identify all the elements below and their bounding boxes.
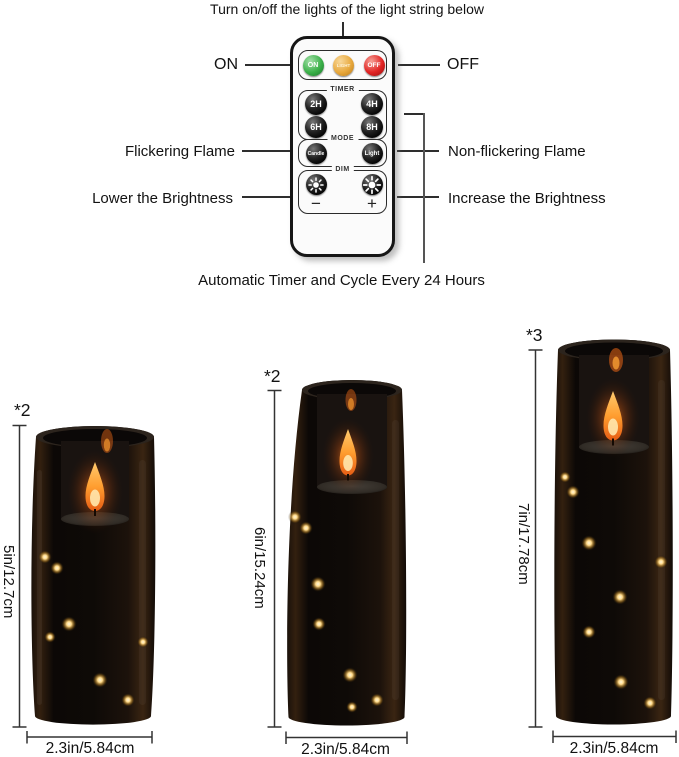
- candle-small-diameter-label: 2.3in/5.84cm: [45, 740, 135, 757]
- timer-2h-button[interactable]: 2H: [305, 92, 327, 115]
- mode-button-group: MODE Candle Light: [298, 135, 387, 167]
- dim-plus-button[interactable]: +: [367, 194, 377, 213]
- callout-flickering-flame: Flickering Flame: [124, 143, 235, 160]
- mode-candle-button[interactable]: Candle: [305, 143, 327, 164]
- timer-group-label: TIMER: [326, 86, 359, 93]
- increase-connector-line: [397, 196, 439, 198]
- candle-medium-height-label: 6in/15.24cm: [251, 527, 268, 609]
- dim-button-group: DIM: [298, 166, 387, 214]
- callout-increase-brightness: Increase the Brightness: [448, 190, 606, 207]
- dim-down-button[interactable]: [305, 174, 327, 195]
- mode-group-label: MODE: [327, 135, 358, 142]
- mode-light-button[interactable]: Light: [361, 143, 383, 164]
- timer-connector-line: [423, 113, 425, 263]
- non-flickering-connector-line: [397, 150, 439, 152]
- candle-medium: [287, 380, 407, 726]
- callout-on: ON: [214, 56, 238, 73]
- timer-button-group: TIMER 2H 4H 6H 8H: [298, 86, 387, 140]
- lower-connector-line: [242, 196, 290, 198]
- dim-group-label: DIM: [331, 166, 354, 173]
- timer-4h-button[interactable]: 4H: [361, 92, 383, 115]
- dim-up-button[interactable]: [361, 174, 383, 195]
- candle-large-height-label: 7in/17.78cm: [515, 503, 532, 585]
- candle-medium-diameter-label: 2.3in/5.84cm: [301, 741, 390, 757]
- candle-small-quantity: *2: [14, 400, 31, 420]
- callout-non-flickering-flame: Non-flickering Flame: [448, 143, 586, 160]
- timer-6h-button[interactable]: 6H: [305, 116, 327, 138]
- bright-sun-icon: [362, 175, 382, 194]
- candle-small: [31, 426, 156, 725]
- candle-medium-quantity: *2: [264, 366, 281, 386]
- callout-lower-brightness: Lower the Brightness: [92, 190, 233, 207]
- off-connector-line: [398, 64, 440, 66]
- light-button[interactable]: LIGHT: [333, 55, 354, 76]
- on-connector-line: [245, 64, 290, 66]
- power-button-group: ON LIGHT OFF: [298, 50, 387, 80]
- off-button[interactable]: OFF: [363, 55, 385, 76]
- dimension-lines: [12, 349, 677, 744]
- led-string-lights: [559, 471, 668, 710]
- remote-control: ON LIGHT OFF TIMER 2H 4H 6H 8H MODE Cand…: [290, 36, 395, 257]
- timer-8h-button[interactable]: 8H: [361, 116, 383, 138]
- candle-large-quantity: *3: [526, 325, 543, 345]
- dim-minus-button[interactable]: −: [311, 194, 321, 213]
- led-string-lights: [288, 510, 384, 713]
- candle-large-diameter-label: 2.3in/5.84cm: [569, 740, 659, 757]
- title: Turn on/off the lights of the light stri…: [210, 1, 484, 17]
- bottom-note: Automatic Timer and Cycle Every 24 Hours: [198, 272, 485, 289]
- callout-off: OFF: [447, 56, 479, 73]
- candle-large: [554, 339, 673, 725]
- dim-sun-icon: [308, 176, 324, 193]
- on-button[interactable]: ON: [302, 55, 324, 76]
- flickering-connector-line: [242, 150, 290, 152]
- candle-small-height-label: 5in/12.7cm: [0, 545, 17, 619]
- title-pointer-line: [342, 22, 344, 37]
- timer-connector-stub: [404, 113, 424, 115]
- led-string-lights: [38, 550, 149, 707]
